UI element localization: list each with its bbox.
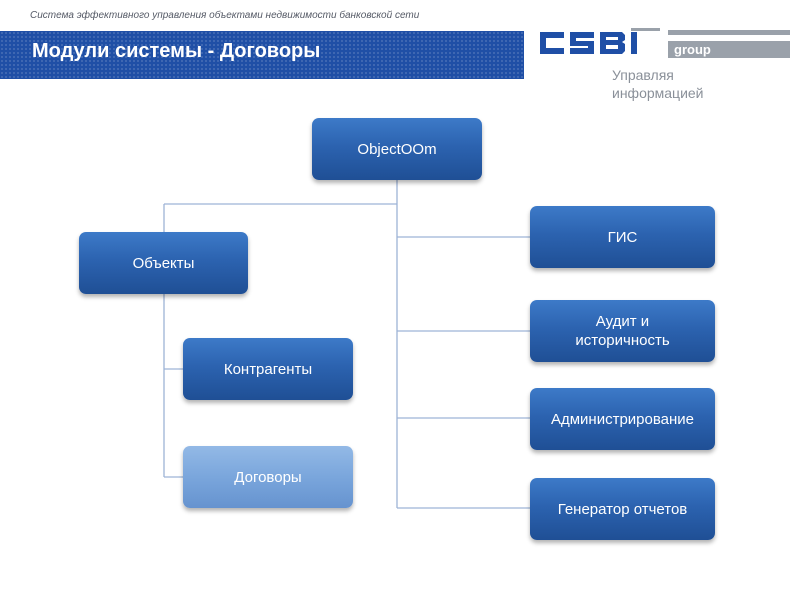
node-audit[interactable]: Аудит и историчность <box>530 300 715 362</box>
node-gis[interactable]: ГИС <box>530 206 715 268</box>
node-contracts-label: Договоры <box>234 468 302 486</box>
node-audit-label-line-1: Аудит и <box>595 313 650 330</box>
node-objectoom[interactable]: ObjectOOm <box>312 118 482 180</box>
node-admin-label: Администрирование <box>550 410 695 428</box>
title-bar: Модули системы - Договоры <box>0 31 524 79</box>
node-counterparties-label: Контрагенты <box>223 360 313 378</box>
node-audit-label-line-2: историчность <box>575 332 670 349</box>
node-objects[interactable]: Объекты <box>79 232 248 294</box>
node-objectoom-label: ObjectOOm <box>357 140 437 158</box>
logo-stripe <box>668 30 790 35</box>
node-admin[interactable]: Администрирование <box>530 388 715 450</box>
node-reports-label: Генератор отчетов <box>557 500 688 518</box>
node-reports[interactable]: Генератор отчетов <box>530 478 715 540</box>
page-title: Модули системы - Договоры <box>32 40 321 62</box>
company-logo: group <box>538 28 790 58</box>
header-subtitle: Система эффективного управления объектам… <box>30 10 420 21</box>
node-gis-label: ГИС <box>607 228 638 246</box>
node-objects-label: Объекты <box>132 254 195 272</box>
logo-group-label: group <box>668 41 790 58</box>
logo-slogan: Управляя информацией <box>612 66 772 102</box>
node-contracts[interactable]: Договоры <box>183 446 353 508</box>
node-counterparties[interactable]: Контрагенты <box>183 338 353 400</box>
logo-letters-mark <box>540 28 660 54</box>
logo-slogan-line-1: Управляя <box>612 67 674 83</box>
logo-slogan-line-2: информацией <box>612 85 704 101</box>
